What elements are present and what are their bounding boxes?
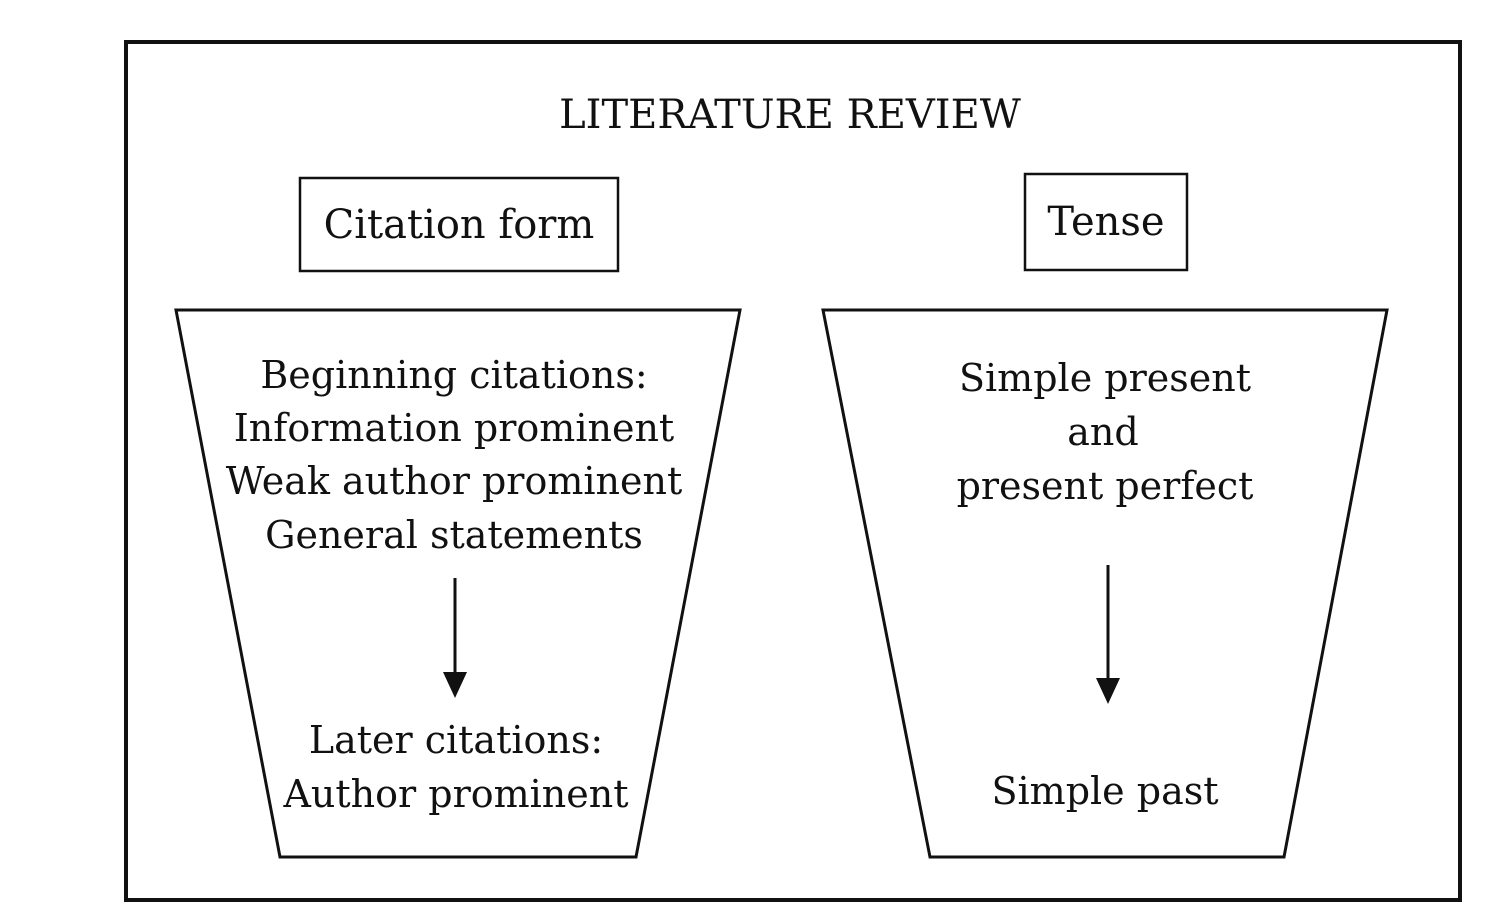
citation-form-header: Citation form — [324, 202, 595, 248]
tense-bottom-line-1: Simple past — [991, 769, 1218, 813]
tense-header: Tense — [1047, 199, 1164, 245]
diagram-title: LITERATURE REVIEW — [559, 92, 1021, 138]
outer-frame — [124, 40, 1462, 902]
citation-form-top-line-3: Weak author prominent — [226, 459, 682, 503]
citation-form-top-line-4: General statements — [265, 513, 643, 557]
citation-form-header-box — [298, 176, 620, 273]
citation-form-top-line-2: Information prominent — [234, 406, 674, 450]
tense-arrow-head — [1096, 678, 1120, 704]
tense-header-box — [1023, 172, 1189, 272]
tense-column: Tense Simple present and present perfect… — [821, 172, 1389, 859]
tense-top-line-1: Simple present — [959, 356, 1251, 400]
citation-form-column: Citation form Beginning citations: Infor… — [174, 176, 742, 859]
citation-form-bottom-line-1: Later citations: — [309, 718, 603, 762]
tense-funnel — [821, 308, 1389, 859]
citation-form-top-line-1: Beginning citations: — [260, 353, 647, 397]
tense-top-line-3: present perfect — [957, 464, 1254, 508]
citation-form-arrow-head — [443, 672, 467, 698]
citation-form-funnel — [174, 308, 742, 859]
tense-top-line-2: and — [1067, 410, 1138, 454]
citation-form-bottom-line-2: Author prominent — [282, 772, 628, 816]
